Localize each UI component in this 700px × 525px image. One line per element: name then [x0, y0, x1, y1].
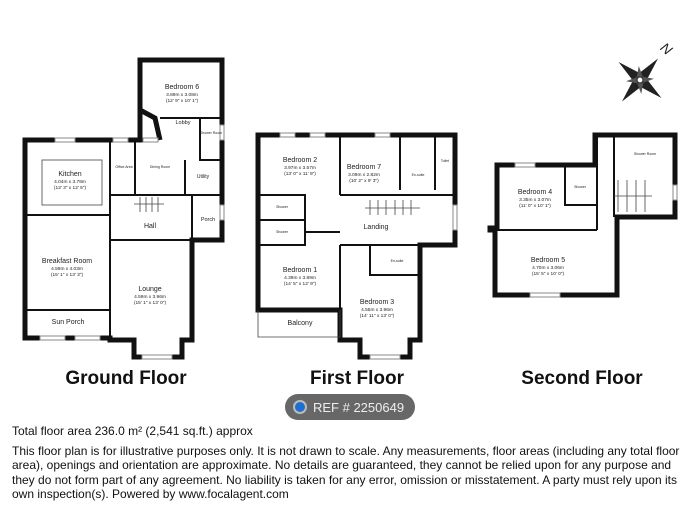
camera-icon [293, 400, 307, 414]
room-label: Shower [276, 230, 289, 234]
room-dims-metric: 4.04m x 3.78m [54, 179, 86, 185]
room-label: Shower [574, 185, 587, 189]
room-label: Kitchen [58, 171, 81, 178]
first-floor-plan: Bedroom 2 3.97m x 3.57m (13' 0" x 11' 9"… [255, 132, 458, 389]
room-label: Shower [276, 205, 289, 209]
room-label: Bedroom 6 [165, 84, 199, 91]
room-dims-imperial: (10' 2" x 9' 3") [349, 178, 379, 184]
room-label: Office Area [115, 165, 132, 169]
floor-plan: N Bedroom 6 3.89m x 3.08m (12' 9" x 10' … [22, 39, 678, 389]
room-dims-imperial: (15' 5" x 10' 0") [532, 271, 565, 277]
room-label: En-suite [412, 173, 425, 177]
second-floor-plan: Bedroom 4 3.35m x 3.07m (11' 0" x 10' 1"… [487, 132, 678, 389]
room-dims-imperial: (14' 5" x 12' 9") [284, 281, 317, 287]
footer: Total floor area 236.0 m² (2,541 sq.ft.)… [12, 424, 692, 507]
room-label: Bedroom 1 [283, 267, 317, 274]
room-label: Utility [197, 174, 210, 180]
floor-title-ground: Ground Floor [65, 368, 187, 389]
room-label: Bedroom 2 [283, 157, 317, 164]
room-dims-metric: 3.35m x 3.07m [519, 197, 551, 203]
room-label: Lounge [138, 286, 161, 293]
room-label: Dining Room [150, 165, 170, 169]
ref-badge: REF # 2250649 [285, 394, 415, 420]
compass-north-label: N [658, 39, 677, 58]
room-label: En-suite [391, 259, 404, 263]
room-dims-metric: 4.39m x 3.89m [284, 275, 316, 281]
room-label: Breakfast Room [42, 258, 92, 265]
room-label: Hall [144, 223, 157, 230]
room-label: Bedroom 3 [360, 299, 394, 306]
room-label: Toilet [441, 159, 449, 163]
room-label: Lobby [176, 120, 191, 126]
room-dims-imperial: (15' 1" x 13' 0") [134, 300, 167, 306]
room-dims-metric: 4.59m x 3.96m [134, 294, 166, 300]
room-label: Shower Room [200, 131, 222, 135]
room-dims-metric: 4.55m x 3.96m [361, 307, 393, 313]
room-dims-imperial: (13' 0" x 11' 9") [284, 171, 316, 177]
room-dims-metric: 4.59m x 4.03m [51, 266, 83, 272]
room-label: Bedroom 4 [518, 189, 552, 196]
room-label: Landing [364, 224, 389, 231]
floor-title-second: Second Floor [521, 368, 643, 389]
disclaimer-text: This floor plan is for illustrative purp… [12, 443, 680, 502]
room-label: Shower Room [634, 152, 656, 156]
room-dims-imperial: (15' 1" x 13' 3") [51, 272, 84, 278]
room-dims-metric: 3.89m x 3.08m [166, 92, 198, 98]
ref-label: REF # 2250649 [313, 399, 405, 415]
room-dims-metric: 3.09m x 2.82m [348, 172, 380, 178]
room-dims-imperial: (13' 3" x 12' 5") [54, 185, 87, 191]
floor-title-first: First Floor [310, 368, 405, 389]
compass-rose-icon: N [618, 39, 677, 102]
room-label: Balcony [288, 320, 313, 327]
room-label: Bedroom 7 [347, 164, 381, 171]
room-dims-metric: 4.70m x 3.06m [532, 265, 564, 271]
room-label: Bedroom 5 [531, 257, 565, 264]
room-dims-metric: 3.97m x 3.57m [284, 165, 316, 171]
room-dims-imperial: (12' 9" x 10' 1") [166, 98, 199, 104]
room-dims-imperial: (14' 11" x 13' 0") [360, 313, 395, 319]
room-label: Sun Porch [52, 319, 85, 326]
total-floor-area: Total floor area 236.0 m² (2,541 sq.ft.)… [12, 424, 253, 438]
room-label: Porch [201, 217, 215, 223]
ground-floor-plan: Bedroom 6 3.89m x 3.08m (12' 9" x 10' 1"… [22, 57, 225, 389]
room-dims-imperial: (11' 0" x 10' 1") [519, 203, 551, 209]
